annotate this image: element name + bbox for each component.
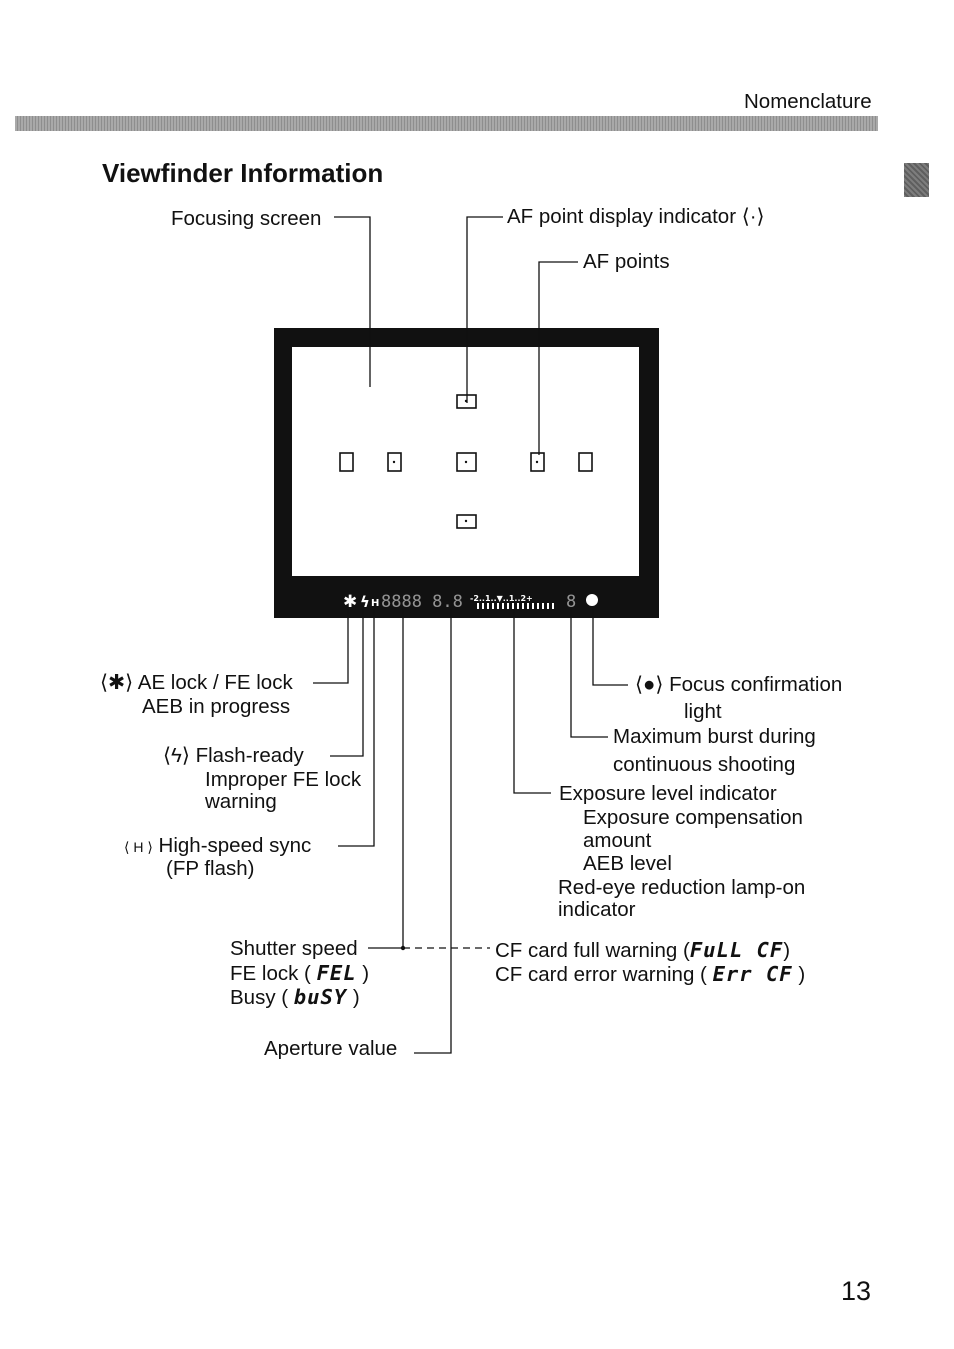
aeb-level-label: AEB level (583, 852, 672, 875)
leader-shutter (368, 609, 404, 949)
exposure-comp-label: Exposure compensation (583, 806, 803, 829)
leader-high-speed (338, 609, 375, 847)
leader-aperture (414, 609, 452, 1054)
af-point-bottom (456, 514, 477, 529)
flash-ready-label: Flash-ready (195, 744, 304, 767)
leader-af-point-display (466, 216, 503, 403)
cf-error-code: Err CF (712, 962, 793, 986)
high-speed-label: High-speed sync (158, 834, 312, 857)
leader-lines (313, 216, 628, 1054)
af-point-left-outer (339, 452, 354, 472)
leader-exposure (513, 609, 551, 794)
exposure-level-label: Exposure level indicator (559, 782, 777, 805)
shutter-speed-label: Shutter speed (230, 937, 358, 960)
section-header: Nomenclature (744, 90, 872, 113)
af-point-left-inner (387, 452, 402, 472)
callout-flash-ready: ⟨ϟ⟩ Flash-ready (163, 744, 304, 768)
focus-confirmation-label: Focus confirmation (669, 673, 843, 696)
exposure-scale-ticks (477, 603, 554, 609)
af-point-right-inner (530, 452, 545, 472)
ae-lock-label: AE lock / FE lock (137, 671, 293, 694)
leader-af-points (538, 261, 578, 455)
callout-focus-confirmation: ⟨●⟩ Focus confirmation (635, 673, 842, 697)
callout-high-speed: ⟨ H ⟩ High-speed sync (124, 834, 311, 859)
lcd-readout: 8888 8.8 (381, 592, 463, 612)
label-focusing-screen: Focusing screen (171, 207, 322, 230)
af-points (339, 394, 593, 529)
aeb-in-progress-label: AEB in progress (142, 695, 291, 718)
busy-label: Busy ( buSY ) (230, 985, 360, 1009)
header-rule (15, 116, 878, 131)
busy-code: buSY (293, 985, 348, 1009)
focus-confirmation-symbol: ⟨●⟩ (635, 673, 664, 696)
fe-lock-label: FE lock ( FEL ) (230, 961, 370, 985)
indicator-label: indicator (558, 898, 636, 921)
amount-label: amount (583, 829, 652, 852)
high-speed-symbol: ⟨ H ⟩ (124, 839, 153, 855)
cf-full-code: FuLL CF (689, 938, 784, 962)
leader-flash-ready (330, 609, 364, 757)
page-title: Viewfinder Information (102, 158, 384, 188)
cf-card-error-label: CF card error warning ( Err CF ) (495, 962, 806, 986)
aperture-value-label: Aperture value (264, 1037, 398, 1060)
leader-focus-confirm (592, 609, 628, 686)
callout-ae-lock: ⟨✱⟩ AE lock / FE lock (100, 671, 293, 695)
leader-max-burst (570, 609, 608, 738)
fe-lock-code: FEL (316, 961, 357, 985)
flash-ready-symbol: ⟨ϟ⟩ (163, 744, 190, 767)
leader-ae-lock (313, 609, 349, 684)
red-eye-label: Red-eye reduction lamp-on (558, 876, 806, 899)
ae-lock-icon: ✱ (343, 592, 357, 612)
focus-light-label: light (684, 700, 722, 723)
label-af-point-display: AF point display indicator ⟨·⟩ (507, 205, 765, 228)
flash-icon: ϟ (360, 593, 370, 611)
lcd-info-strip: ✱ ϟ H 8888 8.8 -2..1..▼..1..2+ 8 (343, 592, 598, 612)
section-tab-marker (904, 163, 929, 197)
continuous-shooting-label: continuous shooting (613, 753, 796, 776)
page-number: 13 (841, 1276, 872, 1306)
shutter-junction-dot (400, 945, 406, 951)
fp-flash-label: (FP flash) (166, 857, 255, 880)
warning-label: warning (205, 790, 277, 813)
exposure-scale-labels: -2..1..▼..1..2+ (470, 594, 533, 603)
af-point-right-outer (578, 452, 593, 472)
focus-confirmation-dot (586, 594, 598, 606)
af-point-center (456, 452, 477, 472)
label-af-points: AF points (583, 250, 670, 273)
max-burst-digit: 8 (566, 592, 576, 612)
max-burst-label: Maximum burst during (613, 725, 816, 748)
improper-fe-lock-label: Improper FE lock (205, 768, 362, 791)
high-speed-icon: H (371, 598, 379, 609)
ae-lock-symbol: ⟨✱⟩ (100, 671, 134, 694)
cf-card-full-label: CF card full warning (FuLL CF) (495, 938, 791, 962)
leader-focusing-screen (334, 216, 371, 387)
